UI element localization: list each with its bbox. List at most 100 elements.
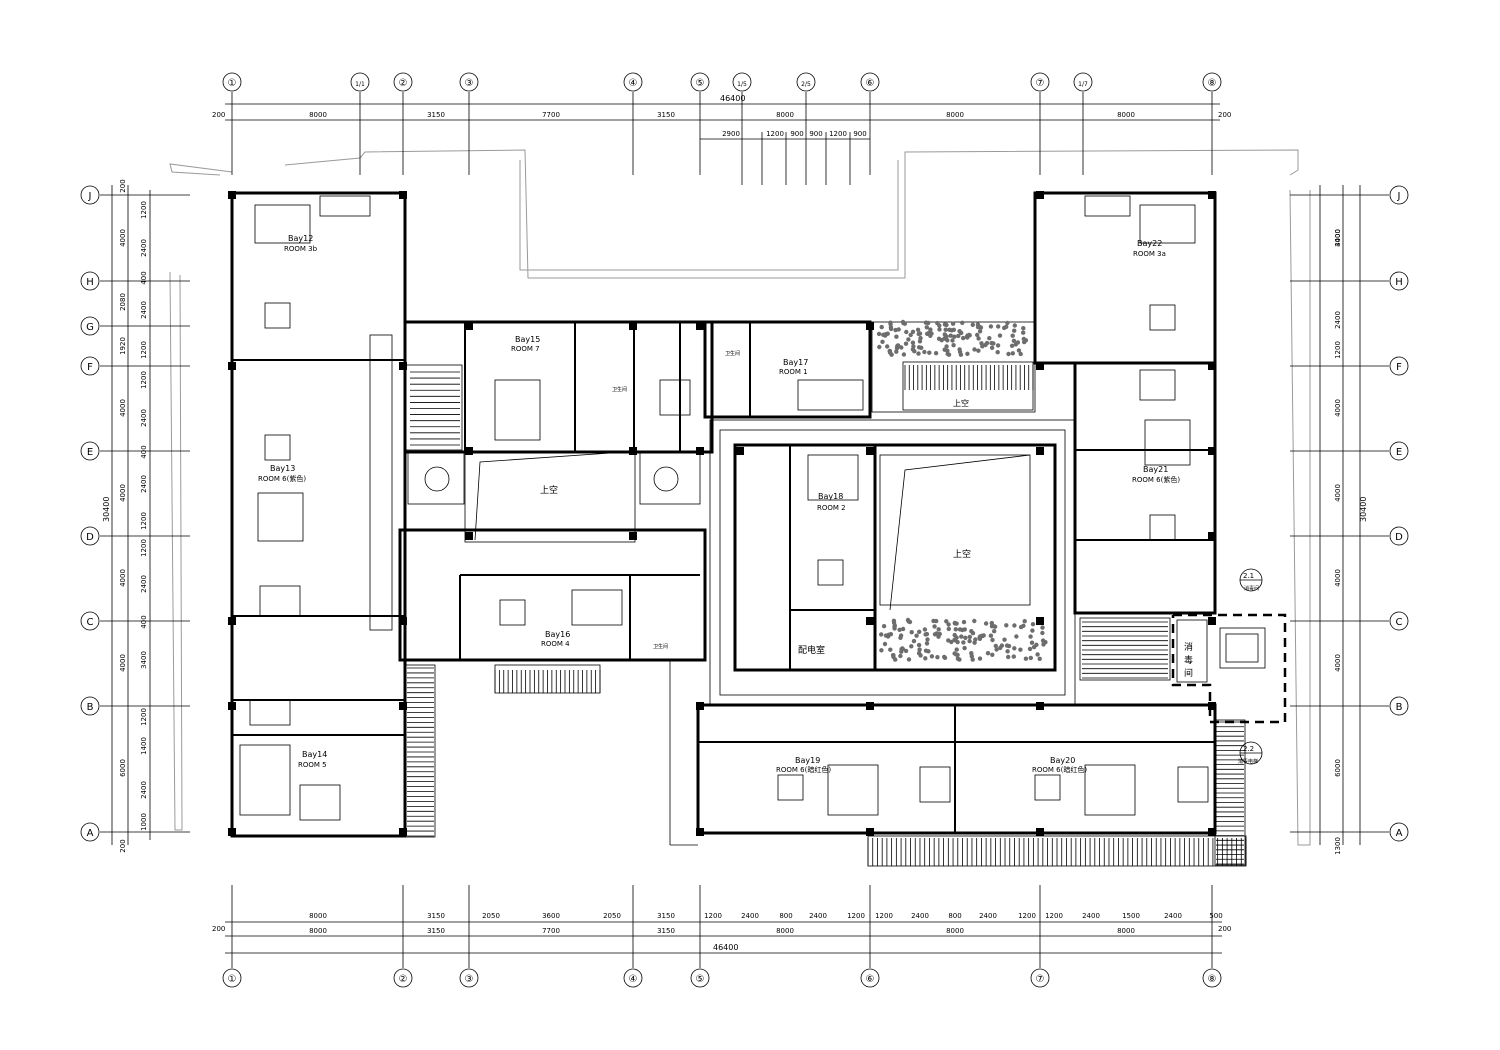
plant-north-34 xyxy=(915,327,921,332)
plant-south-64 xyxy=(1012,623,1017,628)
plant-south-0 xyxy=(961,640,966,645)
plant-south-138 xyxy=(1041,642,1046,647)
bottom-axis-5: ⑥ xyxy=(860,968,880,988)
plant-south-135 xyxy=(1012,646,1017,651)
top-dim2-1: 1200 xyxy=(766,130,784,138)
right-axis-0: J xyxy=(1389,185,1409,205)
column-36 xyxy=(1036,447,1044,455)
room-bay22-label: Bay22 xyxy=(1137,239,1162,248)
plant-north-78 xyxy=(942,332,947,337)
bottom-dim-3: 3600 xyxy=(542,912,560,920)
plant-north-138 xyxy=(1021,339,1027,345)
room-bay20-label: Bay20 xyxy=(1050,756,1075,765)
right-dimensions: 30400 3400400024001200400040004000400060… xyxy=(1319,185,1368,855)
bottom-dim-12: 2400 xyxy=(911,912,929,920)
room-bay22-name: ROOM 3a xyxy=(1133,250,1166,258)
bottom-dim-8: 800 xyxy=(779,912,792,920)
room-bay12-label: Bay12 xyxy=(288,234,313,243)
column-34 xyxy=(1036,828,1044,836)
plant-north-126 xyxy=(1010,351,1015,356)
column-15 xyxy=(696,447,704,455)
column-25 xyxy=(1208,532,1216,540)
left-dim2-17: 1000 xyxy=(140,813,148,831)
plant-south-38 xyxy=(1035,652,1040,657)
bottom-dim-15: 1200 xyxy=(1018,912,1036,920)
plant-north-127 xyxy=(933,351,939,356)
disinfection-label-3: 间 xyxy=(1184,667,1193,679)
left-axis-8: A xyxy=(80,822,100,842)
callout-disinfection-elevator: 2.2 消毒电梯 xyxy=(1238,741,1263,765)
plant-south-136 xyxy=(924,641,930,646)
plant-south-132 xyxy=(924,631,930,637)
room-bay12-name: ROOM 3b xyxy=(284,245,318,253)
right-dim-5: 4000 xyxy=(1334,484,1342,502)
right-axis-2-circle xyxy=(1389,356,1409,376)
bottom-axis-6-label: ⑦ xyxy=(1036,974,1045,985)
left-dimensions: 30400 2004000208019204000400040004000600… xyxy=(102,179,151,853)
left-axis-8-circle xyxy=(80,822,100,842)
column-13 xyxy=(465,447,473,455)
top-axis-7-label: 2/5 xyxy=(801,81,811,88)
left-dim2-8: 2400 xyxy=(140,475,148,493)
left-axis-5-label: D xyxy=(86,532,94,543)
left-dim-1: 4000 xyxy=(119,229,127,247)
plant-north-113 xyxy=(936,336,942,341)
plant-south-54 xyxy=(990,652,995,657)
room-bay15-name: ROOM 7 xyxy=(511,345,540,353)
bottom-dim2-2: 7700 xyxy=(542,927,560,935)
plant-north-119 xyxy=(935,320,940,326)
room-bay17-label: Bay17 xyxy=(783,358,808,367)
plant-south-92 xyxy=(988,633,994,638)
bottom-dim2-6: 8000 xyxy=(1117,927,1135,935)
plant-south-1 xyxy=(897,627,902,632)
left-axis-1-label: H xyxy=(86,277,94,288)
plant-north-40 xyxy=(960,320,965,325)
plant-north-68 xyxy=(948,333,953,338)
bottom-axis-0-circle xyxy=(222,968,242,988)
right-axis-6: B xyxy=(1389,696,1409,716)
plant-south-143 xyxy=(967,638,972,644)
plant-south-30 xyxy=(1040,630,1045,636)
room-bay19-label: Bay19 xyxy=(795,756,820,765)
bottom-dim-2: 2050 xyxy=(482,912,500,920)
plant-north-36 xyxy=(916,345,922,350)
room-bay13-name: ROOM 6(紫色) xyxy=(258,474,306,483)
bottom-total-dim: 46400 xyxy=(713,943,738,952)
column-9 xyxy=(399,828,407,836)
plant-south-117 xyxy=(1030,622,1036,627)
planting xyxy=(876,319,1048,662)
left-axis-8-label: A xyxy=(87,828,94,839)
plant-south-68 xyxy=(959,634,964,639)
left-dim2-2: 400 xyxy=(140,271,148,284)
callout-disinfection-room: 2.1 消毒间 xyxy=(1239,568,1263,592)
plant-north-139 xyxy=(926,330,931,336)
column-22 xyxy=(1036,362,1044,370)
plant-north-103 xyxy=(881,332,886,337)
left-axis-1: H xyxy=(80,271,100,291)
plant-south-51 xyxy=(1030,628,1035,633)
right-axis-7-label: A xyxy=(1396,828,1403,839)
left-dim2-11: 2400 xyxy=(140,575,148,593)
column-28 xyxy=(1208,828,1216,836)
plant-north-47 xyxy=(889,352,894,357)
plant-south-118 xyxy=(946,626,951,632)
plant-south-100 xyxy=(911,638,917,644)
bottom-axis-1-circle xyxy=(393,968,413,988)
right-axis-5-circle xyxy=(1389,611,1409,631)
plant-north-118 xyxy=(937,327,942,332)
top-axis-11-circle xyxy=(1202,72,1222,92)
column-6 xyxy=(228,702,236,710)
plant-north-9 xyxy=(961,335,966,341)
plant-south-80 xyxy=(967,634,972,640)
plant-south-82 xyxy=(990,637,995,643)
plant-north-38 xyxy=(1016,348,1022,353)
bottom-dim-13: 800 xyxy=(948,912,961,920)
top-dim-2: 7700 xyxy=(542,111,560,119)
plant-south-63 xyxy=(917,629,922,634)
top-axis-6: 1/5 xyxy=(732,72,752,92)
column-23 xyxy=(1208,362,1216,370)
bottom-axis-2: ③ xyxy=(459,968,479,988)
